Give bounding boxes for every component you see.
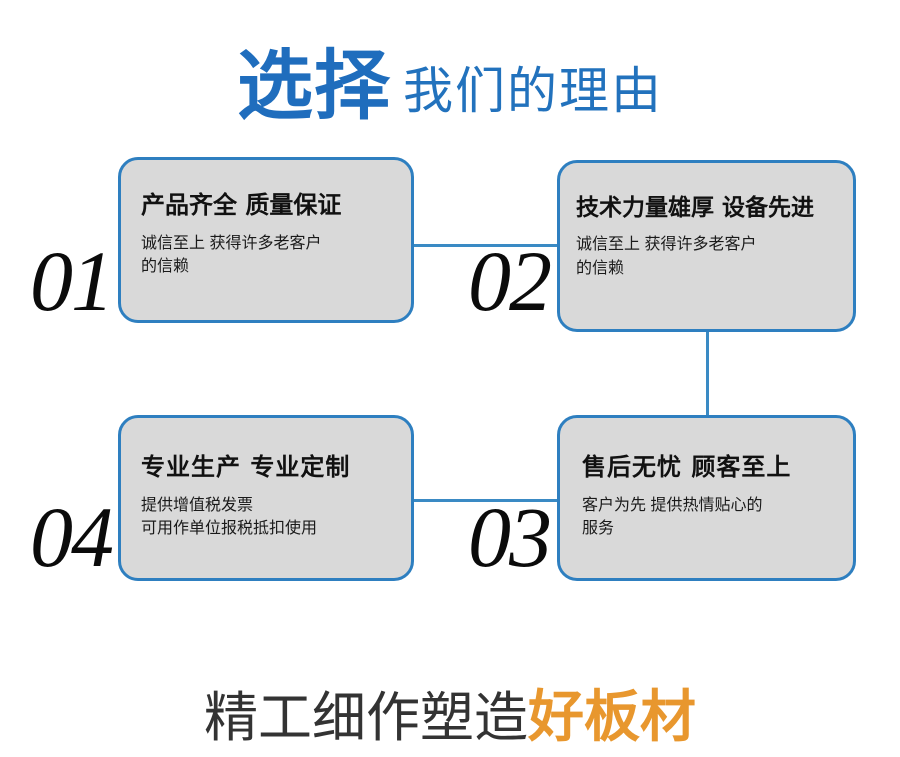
step-number-02: 02 — [468, 233, 552, 329]
card-content-01: 产品齐全 质量保证 诚信至上 获得许多老客户 的信赖 — [141, 191, 397, 278]
title-strong-text: 选择 — [237, 41, 391, 130]
footer-slogan: 精工细作塑造好板材 — [0, 672, 900, 753]
connector-02-to-03 — [706, 331, 709, 416]
step-number-03: 03 — [468, 489, 552, 585]
card-body-line: 诚信至上 获得许多老客户 — [141, 234, 322, 252]
connector-04-to-03 — [413, 499, 559, 502]
footer-slogan-accent: 好板材 — [528, 685, 696, 750]
step-number-04: 04 — [30, 489, 114, 585]
card-body-04: 提供增值税发票 可用作单位报税抵扣使用 — [141, 494, 397, 540]
card-body-line: 诚信至上 获得许多老客户 — [576, 236, 757, 254]
footer-slogan-dark: 精工细作塑造 — [204, 686, 528, 749]
card-body-01: 诚信至上 获得许多老客户 的信赖 — [141, 232, 397, 278]
feature-card-04[interactable]: 专业生产 专业定制 提供增值税发票 可用作单位报税抵扣使用 — [118, 415, 414, 581]
title-light-text: 我们的理由 — [403, 63, 663, 119]
card-content-03: 售后无忧 顾客至上 客户为先 提供热情贴心的 服务 — [582, 453, 839, 540]
card-body-line: 可用作单位报税抵扣使用 — [141, 519, 318, 537]
connector-01-to-02 — [413, 244, 559, 247]
card-body-02: 诚信至上 获得许多老客户 的信赖 — [576, 233, 839, 279]
step-number-01: 01 — [30, 233, 114, 329]
feature-card-01[interactable]: 产品齐全 质量保证 诚信至上 获得许多老客户 的信赖 — [118, 157, 414, 323]
card-body-line: 的信赖 — [141, 257, 190, 275]
feature-card-02[interactable]: 技术力量雄厚 设备先进 诚信至上 获得许多老客户 的信赖 — [557, 160, 856, 332]
card-heading-01: 产品齐全 质量保证 — [141, 191, 342, 219]
card-content-04: 专业生产 专业定制 提供增值税发票 可用作单位报税抵扣使用 — [141, 453, 397, 540]
card-body-line: 的信赖 — [576, 259, 625, 277]
card-heading-02: 技术力量雄厚 设备先进 — [576, 195, 815, 221]
page-title: 选择我们的理由 — [0, 24, 900, 134]
card-content-02: 技术力量雄厚 设备先进 诚信至上 获得许多老客户 的信赖 — [576, 195, 839, 280]
card-body-line: 提供增值税发票 — [141, 496, 254, 514]
feature-card-03[interactable]: 售后无忧 顾客至上 客户为先 提供热情贴心的 服务 — [557, 415, 856, 581]
card-body-03: 客户为先 提供热情贴心的 服务 — [582, 494, 839, 540]
card-body-line: 服务 — [582, 519, 615, 537]
card-body-line: 客户为先 提供热情贴心的 — [582, 496, 763, 514]
card-heading-04: 专业生产 专业定制 — [141, 453, 351, 481]
card-heading-03: 售后无忧 顾客至上 — [582, 453, 792, 481]
